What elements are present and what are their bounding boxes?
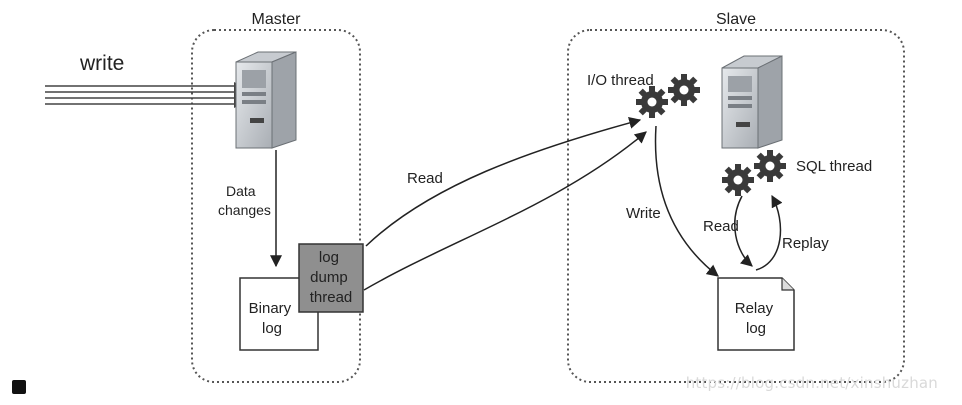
- binary-log-label: Binary log: [249, 300, 296, 337]
- data-changes-label: Data changes: [218, 183, 271, 218]
- write-slave-label: Write: [626, 205, 661, 222]
- read-slave-label: Read: [703, 218, 739, 235]
- relay-log-document: [717, 277, 795, 351]
- master-server-icon: [235, 51, 297, 149]
- io-gear-icon-1: [636, 86, 668, 118]
- master-box: [191, 29, 361, 383]
- data-changes-line-1: Data: [226, 183, 256, 199]
- sql-thread-label: SQL thread: [796, 158, 872, 175]
- read-request-arrow: [365, 117, 642, 247]
- sql-gear-icon-2: [754, 150, 786, 182]
- binary-log-line-1: Binary: [249, 300, 292, 317]
- log-dump-line-3: thread: [310, 289, 353, 306]
- slave-box: [567, 29, 905, 383]
- data-changes-line-2: changes: [218, 202, 271, 218]
- log-dump-thread-label: log dump thread: [310, 249, 353, 306]
- slave-server-icon: [721, 55, 783, 149]
- slave-title: Slave: [716, 11, 756, 28]
- write-relay-arrow: [654, 125, 719, 277]
- io-thread-label: I/O thread: [587, 72, 654, 89]
- log-dump-thread-box: [298, 243, 364, 313]
- write-label: write: [79, 52, 124, 75]
- read-data-arrow: [363, 131, 647, 291]
- log-dump-line-2: dump: [310, 269, 348, 286]
- relay-log-label: Relay log: [735, 300, 778, 337]
- relay-log-line-2: log: [746, 320, 766, 337]
- io-gear-icon-2: [668, 74, 700, 106]
- sql-gear-icon-1: [722, 164, 754, 196]
- relay-log-line-1: Relay: [735, 300, 774, 317]
- binary-log-line-2: log: [262, 320, 282, 337]
- corner-mark: [12, 380, 26, 394]
- log-dump-line-1: log: [319, 249, 339, 266]
- master-title: Master: [252, 11, 302, 28]
- replay-arrow: [755, 194, 783, 271]
- read-master-label: Read: [407, 170, 443, 187]
- replay-label: Replay: [782, 235, 829, 252]
- watermark-text: https://blog.csdn.net/xinshuzhan: [685, 374, 938, 392]
- write-input-lines: [45, 85, 234, 105]
- read-relay-arrow: [734, 195, 753, 267]
